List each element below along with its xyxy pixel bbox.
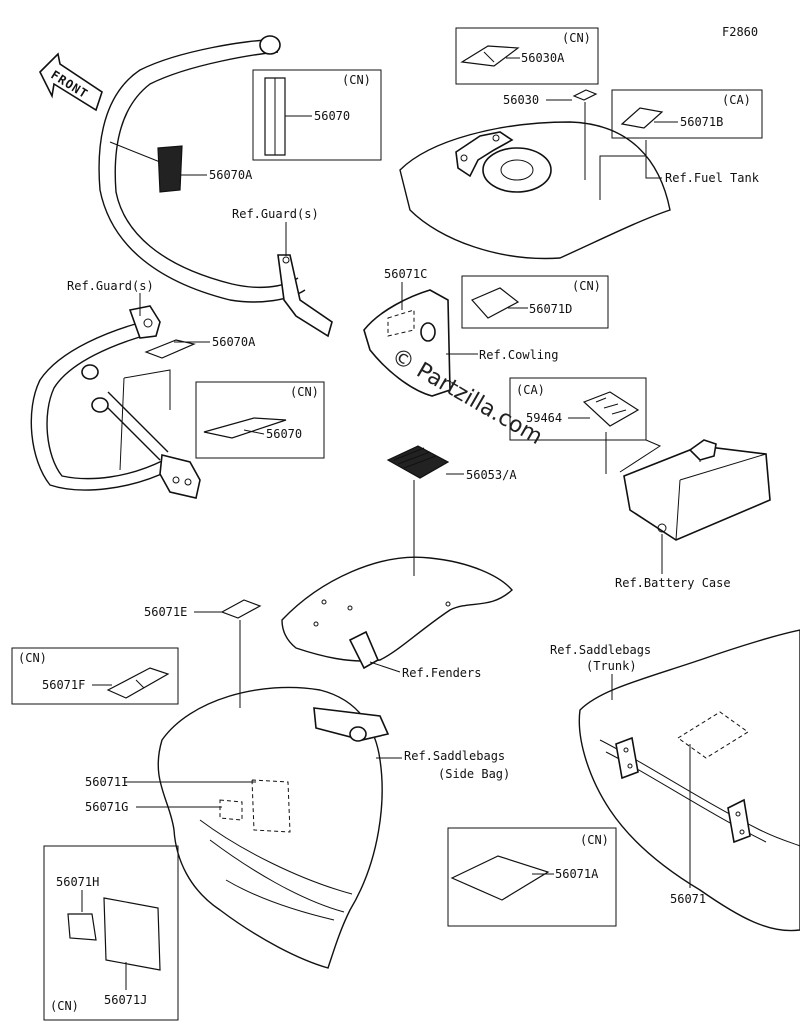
box-cn-56071D	[461, 275, 609, 329]
svg-text:(CN): (CN)	[50, 999, 79, 1013]
part-56070-top: 56070	[314, 109, 350, 123]
box-cn-56071F	[11, 647, 179, 705]
svg-text:(CN): (CN)	[290, 385, 319, 399]
label-56071A	[450, 855, 550, 901]
fender-drawing	[281, 556, 513, 670]
ref-battery-case: Ref.Battery Case	[615, 576, 731, 590]
part-56071J: 56071J	[104, 993, 147, 1007]
ref-saddlebags-trunk-line1: Ref.Saddlebags	[550, 643, 651, 657]
box-cn-56071HJ	[43, 845, 179, 1021]
label-56071E	[220, 599, 262, 619]
svg-text:(CA): (CA)	[516, 383, 545, 397]
box-cn-56030A	[455, 27, 599, 85]
ref-guard-top: Ref.Guard(s)	[232, 207, 319, 221]
ref-saddlebags-trunk-line2: (Trunk)	[586, 659, 637, 673]
box-cn-56070-mid	[195, 381, 325, 459]
box-cn-56071A	[447, 827, 617, 927]
part-56071A: 56071A	[555, 867, 599, 881]
trunk-drawing	[578, 629, 800, 932]
label-56070A-mid	[144, 339, 196, 359]
part-56071C: 56071C	[384, 267, 427, 281]
label-56071B	[620, 107, 664, 129]
label-56070-mid	[203, 417, 287, 439]
leader-56070A-top	[109, 141, 161, 163]
part-56071E: 56071E	[144, 605, 187, 619]
side-bag-drawing	[157, 686, 390, 969]
upper-guard-drawing	[98, 35, 333, 338]
label-59464	[582, 391, 640, 427]
battery-case-drawing	[623, 439, 771, 541]
ref-fuel-tank: Ref.Fuel Tank	[665, 171, 760, 185]
svg-text:(CN): (CN)	[562, 31, 591, 45]
label-56030A	[460, 45, 520, 67]
lower-guard-drawing	[30, 305, 201, 499]
ref-cowling: Ref.Cowling	[479, 348, 558, 362]
label-56071J	[103, 897, 161, 971]
ref-saddlebags-side-line1: Ref.Saddlebags	[404, 749, 505, 763]
label-56070A-top	[157, 145, 183, 193]
part-56070-mid: 56070	[266, 427, 302, 441]
svg-text:(CN): (CN)	[18, 651, 47, 665]
part-56070A-mid: 56070A	[212, 335, 256, 349]
label-56071D	[470, 287, 520, 319]
cowling-drawing	[363, 289, 451, 397]
box-cn-56070-top	[252, 69, 382, 161]
part-56053A: 56053/A	[466, 468, 517, 482]
label-56053A	[386, 445, 450, 479]
fuel-tank-drawing	[399, 121, 671, 260]
part-56071: 56071	[670, 892, 706, 906]
label-56030	[572, 89, 598, 101]
label-56071H	[67, 913, 97, 941]
ref-saddlebags-side-line2: (Side Bag)	[438, 767, 510, 781]
part-56070A-top: 56070A	[209, 168, 253, 182]
figure-code: F2860	[722, 25, 758, 39]
box-ca-56071B	[611, 89, 763, 139]
part-56030: 56030	[503, 93, 539, 107]
svg-text:(CN): (CN)	[572, 279, 601, 293]
part-56071B: 56071B	[680, 115, 723, 129]
label-56071F	[106, 667, 170, 699]
box-ca-59464	[509, 377, 647, 441]
ref-fenders: Ref.Fenders	[402, 666, 481, 680]
part-56071H: 56071H	[56, 875, 99, 889]
front-arrow-icon: FRONT	[39, 52, 103, 112]
region-ca: (CA)	[722, 93, 751, 107]
part-56071D: 56071D	[529, 302, 572, 316]
part-56071G: 56071G	[85, 800, 128, 814]
part-56030A: 56030A	[521, 51, 565, 65]
part-56071F: 56071F	[42, 678, 85, 692]
svg-text:(CN): (CN)	[580, 833, 609, 847]
part-59464: 59464	[526, 411, 562, 425]
part-56071I: 56071I	[85, 775, 128, 789]
ref-guard-left: Ref.Guard(s)	[67, 279, 154, 293]
region-cn: (CN)	[342, 73, 371, 87]
